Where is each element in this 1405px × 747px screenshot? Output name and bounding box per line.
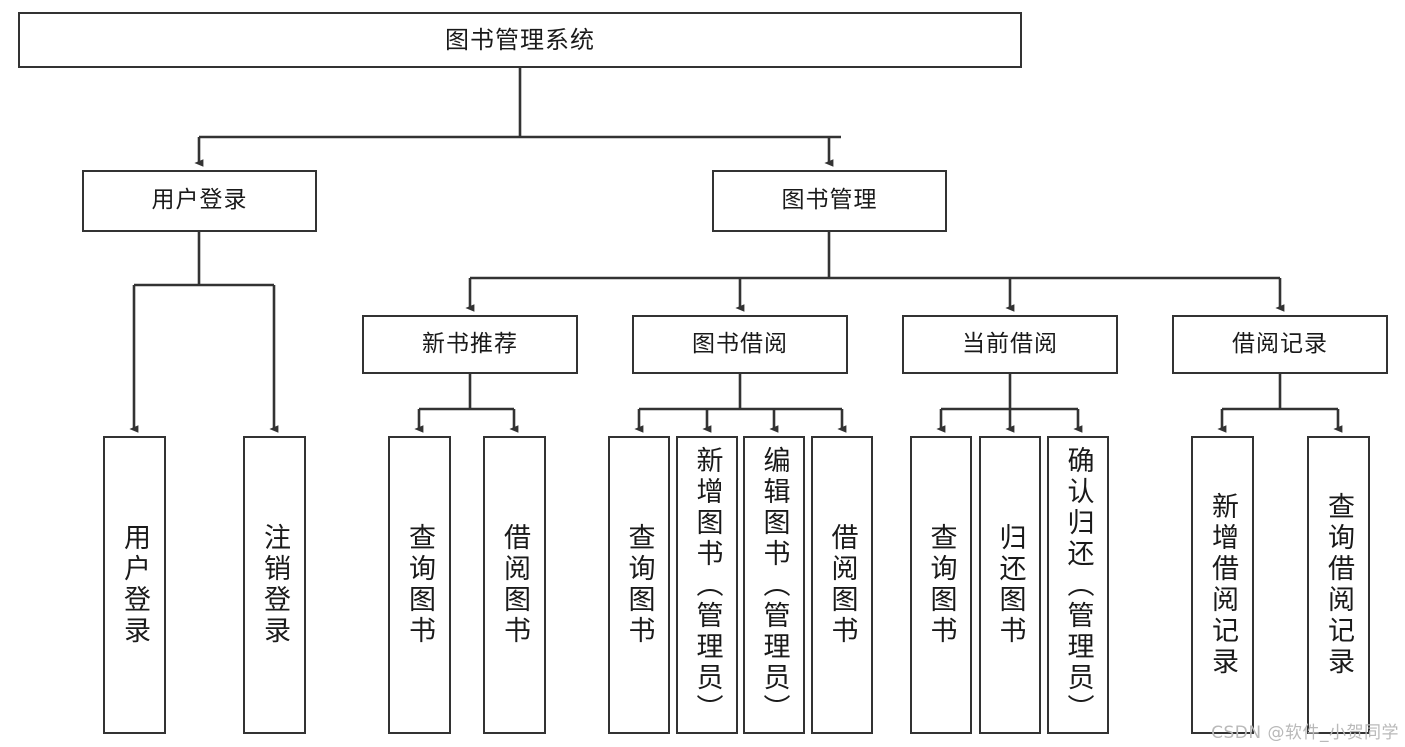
node-leaf-edit-book[interactable]: 编辑图书（管理员） (743, 436, 805, 734)
node-label: 用户登录 (119, 523, 150, 647)
node-leaf-user-login[interactable]: 用户登录 (103, 436, 166, 734)
node-label: 用户登录 (151, 187, 248, 214)
node-borrow-record[interactable]: 借阅记录 (1172, 315, 1388, 374)
node-label: 编辑图书（管理员） (758, 445, 790, 725)
node-leaf-query-record[interactable]: 查询借阅记录 (1307, 436, 1370, 734)
node-label: 查询图书 (623, 523, 655, 647)
node-label: 借阅图书 (826, 523, 858, 647)
node-label: 新增图书（管理员） (691, 445, 723, 725)
node-label: 查询借阅记录 (1323, 492, 1354, 678)
node-label: 查询图书 (925, 523, 957, 647)
node-new-book-recommend[interactable]: 新书推荐 (362, 315, 578, 374)
node-user-login[interactable]: 用户登录 (82, 170, 317, 232)
node-label: 新增借阅记录 (1207, 492, 1238, 678)
node-leaf-return-book[interactable]: 归还图书 (979, 436, 1041, 734)
node-label: 注销登录 (259, 523, 290, 647)
node-leaf-borrow-book-1[interactable]: 借阅图书 (483, 436, 546, 734)
node-label: 新书推荐 (422, 330, 518, 357)
node-leaf-add-book[interactable]: 新增图书（管理员） (676, 436, 738, 734)
node-leaf-user-logout[interactable]: 注销登录 (243, 436, 306, 734)
node-label: 查询图书 (404, 523, 435, 647)
node-label: 图书管理 (781, 187, 878, 214)
node-label: 图书管理系统 (445, 25, 595, 54)
node-leaf-add-record[interactable]: 新增借阅记录 (1191, 436, 1254, 734)
node-leaf-query-book-3[interactable]: 查询图书 (910, 436, 972, 734)
node-book-borrow[interactable]: 图书借阅 (632, 315, 848, 374)
node-current-borrow[interactable]: 当前借阅 (902, 315, 1118, 374)
node-book-manage[interactable]: 图书管理 (712, 170, 947, 232)
node-label: 借阅记录 (1232, 330, 1328, 357)
node-leaf-borrow-book-2[interactable]: 借阅图书 (811, 436, 873, 734)
node-label: 借阅图书 (499, 523, 530, 647)
node-label: 当前借阅 (962, 330, 1058, 357)
node-leaf-query-book-2[interactable]: 查询图书 (608, 436, 670, 734)
node-leaf-query-book-1[interactable]: 查询图书 (388, 436, 451, 734)
node-label: 图书借阅 (692, 330, 788, 357)
node-root-system[interactable]: 图书管理系统 (18, 12, 1022, 68)
node-leaf-confirm-return[interactable]: 确认归还（管理员） (1047, 436, 1109, 734)
node-label: 归还图书 (994, 523, 1026, 647)
node-label: 确认归还（管理员） (1062, 445, 1094, 725)
